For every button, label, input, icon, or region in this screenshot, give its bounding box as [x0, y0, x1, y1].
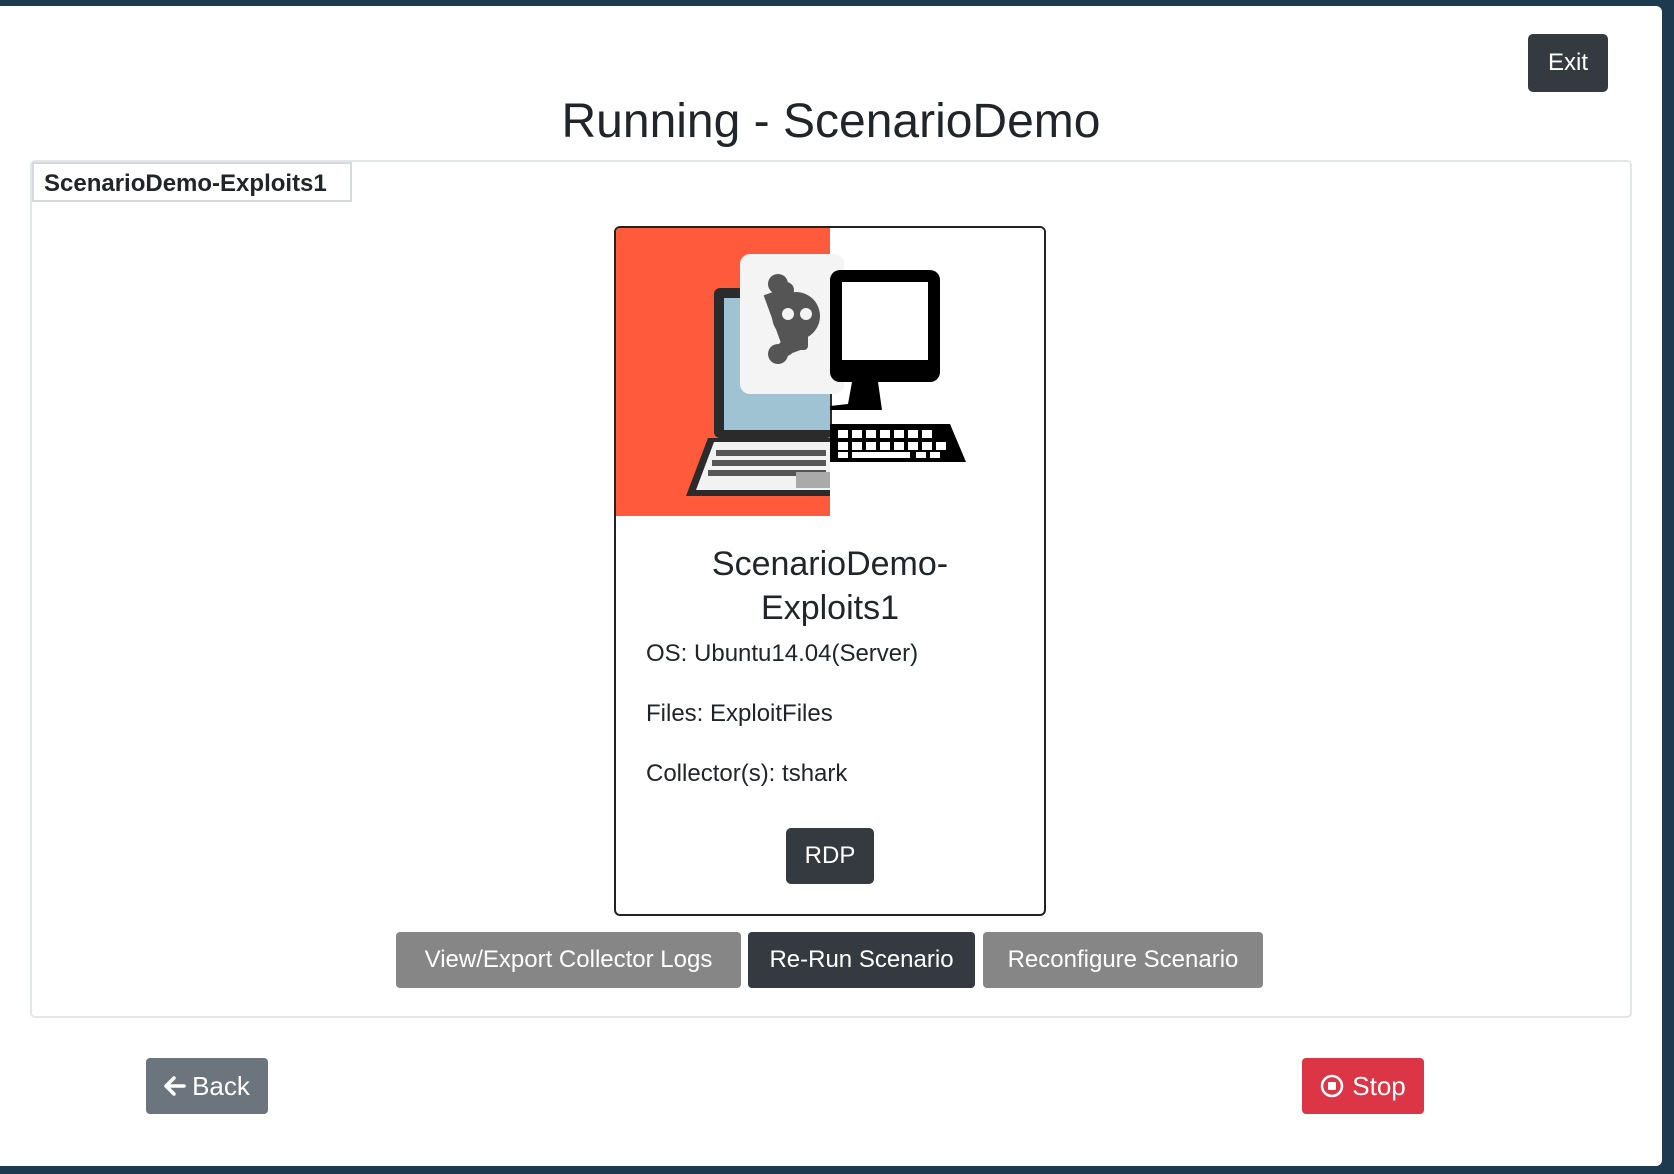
view-export-logs-button[interactable]: View/Export Collector Logs [396, 932, 741, 988]
page-title: Running - ScenarioDemo [561, 95, 1101, 148]
stop-circle-icon [1320, 1074, 1344, 1098]
main-window: Exit Running - ScenarioDemo ScenarioDemo… [0, 6, 1662, 1166]
rerun-scenario-button[interactable]: Re-Run Scenario [748, 932, 975, 988]
machine-name: ScenarioDemo-Exploits1 [711, 545, 949, 627]
stop-button[interactable]: Stop [1302, 1058, 1424, 1114]
machine-os: OS: Ubuntu14.04(Server) [646, 640, 919, 667]
reconfigure-scenario-button[interactable]: Reconfigure Scenario [983, 932, 1263, 988]
group-tab-label[interactable]: ScenarioDemo-Exploits1 [32, 162, 352, 202]
stop-label: Stop [1352, 1070, 1406, 1101]
arrow-left-icon [164, 1075, 186, 1097]
rdp-button[interactable]: RDP [786, 828, 874, 884]
back-button[interactable]: Back [146, 1058, 268, 1114]
exit-button[interactable]: Exit [1528, 34, 1608, 92]
machine-collectors: Collector(s): tshark [646, 760, 848, 787]
scenario-group-box: ScenarioDemo-Exploits1 [30, 160, 1632, 1018]
attacker-target-machine-icon [616, 228, 1044, 516]
machine-files: Files: ExploitFiles [646, 700, 833, 727]
machine-card: ScenarioDemo-Exploits1 OS: Ubuntu14.04(S… [614, 226, 1046, 916]
back-label: Back [192, 1070, 250, 1101]
